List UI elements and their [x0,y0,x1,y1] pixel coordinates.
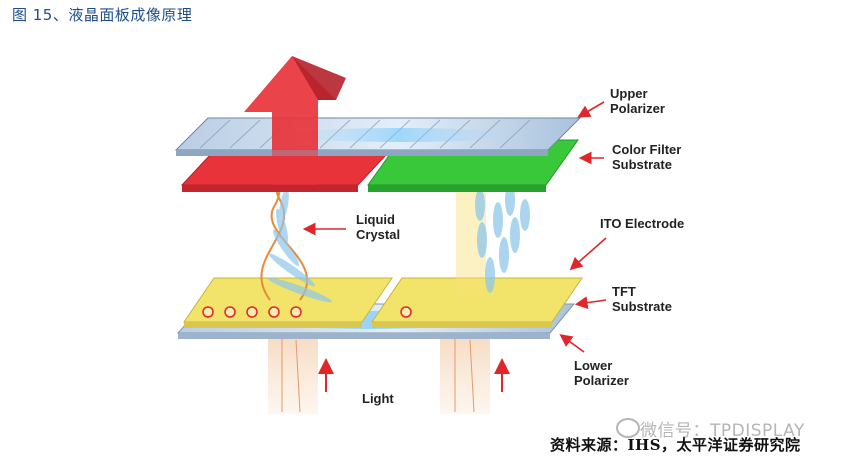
label-light: Light [362,391,394,406]
label-tft-substrate: TFT Substrate [612,284,672,314]
label-liquid-crystal: Liquid Crystal [356,212,400,242]
tft-panel-right [371,277,583,328]
label-lower-polarizer: Lower Polarizer [574,358,629,388]
light-beam-left [268,338,318,414]
tft-panel-left [183,277,393,328]
pointer-upper-polarizer [577,101,605,118]
label-color-filter: Color Filter Substrate [612,142,685,172]
liquid-crystal-aligned [456,168,530,295]
label-upper-polarizer: Upper Polarizer [610,86,665,116]
source-note: 资料来源：IHS，太平洋证券研究院 [550,436,801,454]
light-beam-right [440,338,490,414]
wechat-icon [616,418,640,438]
upper-polarizer-layer [174,117,582,156]
exit-light-arrow [244,56,346,185]
label-ito-electrode: ITO Electrode [600,216,684,231]
pointer-ito-electrode [569,237,607,271]
pointer-lower-polarizer [559,334,585,353]
watermark: 微信号：TPDISPLAY [640,421,805,441]
figure-caption: 图 15、液晶面板成像原理 [12,6,193,24]
pointer-tft-substrate [574,296,607,309]
